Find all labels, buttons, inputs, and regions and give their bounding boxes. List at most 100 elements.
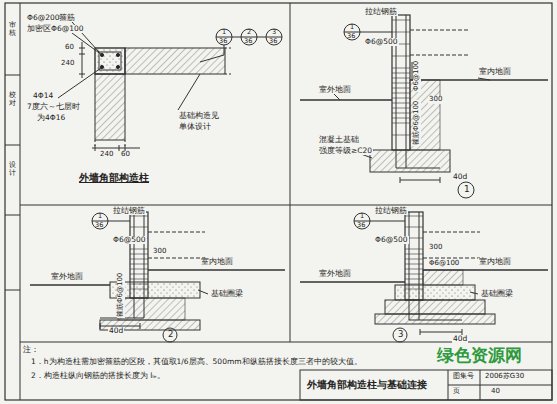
drawing-label: 注： bbox=[22, 346, 40, 355]
drawing-label: Φ6@500 bbox=[112, 236, 147, 244]
callout-number: 1 bbox=[221, 29, 227, 36]
column-stirrups-stroke bbox=[405, 284, 423, 285]
column-stirrups-stroke bbox=[405, 259, 423, 260]
corner-column-plan-stroke bbox=[116, 65, 119, 68]
drawing-label: 240 bbox=[60, 60, 75, 68]
drawing-label: 加密区Φ6@100 bbox=[26, 25, 85, 33]
drawing-label: 单体设计 bbox=[178, 123, 212, 131]
corner-column-plan-stroke bbox=[225, 48, 232, 49]
detail-1-stroke bbox=[478, 78, 490, 80]
sheet-frame-stroke bbox=[5, 215, 20, 216]
drawing-label: 强度等级≥C20 bbox=[318, 147, 373, 155]
callout-number: 1 bbox=[97, 213, 103, 220]
column-stirrups-stroke bbox=[130, 284, 148, 285]
detail-1-stroke bbox=[344, 24, 360, 40]
corner-column-plan-stroke bbox=[200, 55, 224, 62]
corner-column-plan-stroke bbox=[82, 42, 83, 78]
column-stirrups-stroke bbox=[392, 113, 410, 114]
detail-3-stroke bbox=[370, 221, 405, 222]
sheet-frame-stroke bbox=[20, 205, 552, 206]
detail-2-stroke bbox=[198, 290, 208, 294]
column-stirrups-stroke bbox=[130, 269, 148, 270]
title-block-cell: 审核 bbox=[8, 22, 17, 37]
drawing-label: 240 bbox=[99, 151, 114, 159]
detail-2-stroke bbox=[144, 212, 145, 318]
drawing-label: 拉结钢筋 bbox=[374, 207, 408, 215]
column-stirrups-stroke bbox=[130, 259, 148, 260]
column-stirrups-stroke bbox=[405, 227, 423, 228]
detail-2-stroke bbox=[140, 323, 141, 329]
detail-3-stroke bbox=[300, 281, 405, 282]
sheet-frame bbox=[5, 3, 552, 400]
detail-1-stroke bbox=[458, 182, 474, 198]
column-stirrups-stroke bbox=[130, 249, 148, 250]
callout-number: 36 bbox=[356, 222, 366, 229]
sheet-frame-stroke bbox=[5, 145, 20, 146]
drawing-label: 300 bbox=[152, 248, 167, 256]
detail-3-stroke bbox=[409, 212, 410, 320]
corner-column-plan-stroke bbox=[125, 48, 225, 74]
column-stirrups-stroke bbox=[405, 274, 423, 275]
sheet-frame-stroke bbox=[448, 385, 552, 386]
corner-column-plan-stroke bbox=[92, 148, 140, 149]
drawing-label: 箍筋Φ6@100 bbox=[117, 272, 125, 318]
corner-column-plan-stroke bbox=[225, 74, 232, 75]
drawing-label: 混凝土基础 bbox=[318, 136, 360, 144]
corner-column-plan-stroke bbox=[95, 74, 125, 140]
drawing-label: Φ6@200箍筋 bbox=[26, 14, 77, 22]
detail-3-stroke bbox=[423, 258, 480, 259]
drawing-label: 40d bbox=[108, 327, 124, 335]
drawing-label: Φ6@500 bbox=[374, 236, 409, 244]
corner-column-plan-stroke bbox=[99, 52, 121, 70]
column-stirrups-stroke bbox=[405, 254, 423, 255]
drawing-label: 为4Φ16 bbox=[36, 114, 66, 122]
drawing-label: 60 bbox=[64, 44, 75, 52]
drawing-label: 图集号 bbox=[452, 373, 475, 381]
callout-number: 36 bbox=[94, 222, 104, 229]
detail-3-stroke bbox=[395, 285, 475, 300]
drawing-label: 40d bbox=[452, 173, 468, 181]
title-block-cell: 校对 bbox=[8, 92, 17, 107]
corner-column-plan-stroke bbox=[58, 68, 101, 98]
column-stirrups-stroke bbox=[392, 88, 410, 89]
drawing-title: 外墙角部构造柱与基础连接 bbox=[306, 379, 428, 390]
corner-column-plan bbox=[58, 22, 282, 151]
column-stirrups-stroke bbox=[392, 93, 410, 94]
corner-column-plan-stroke bbox=[224, 45, 225, 55]
detail-3-stroke bbox=[423, 270, 463, 285]
detail-1-stroke bbox=[440, 177, 441, 183]
detail-3-stroke bbox=[423, 232, 480, 233]
callout-number: 1 bbox=[463, 185, 471, 195]
drawing-label: 60 bbox=[120, 151, 131, 159]
callout-number: 1 bbox=[349, 24, 355, 31]
column-stirrups-stroke bbox=[392, 73, 410, 74]
drawing-label: 40d bbox=[452, 335, 468, 343]
detail-1-stroke bbox=[392, 15, 410, 150]
drawing-label: 2006苏G30 bbox=[484, 373, 525, 381]
callout-number: 1 bbox=[359, 213, 365, 220]
callout-number: 36 bbox=[218, 38, 228, 45]
drawing-label: 4Φ14 bbox=[32, 92, 54, 100]
detail-2-stroke bbox=[148, 269, 285, 270]
column-stirrups-stroke bbox=[130, 216, 148, 217]
corner-column-plan-stroke bbox=[79, 74, 85, 75]
column-stirrups-stroke bbox=[392, 56, 410, 57]
detail-3 bbox=[300, 212, 548, 342]
callout-number: 3 bbox=[397, 330, 404, 339]
detail-2-stroke bbox=[118, 298, 185, 320]
callout-number: 36 bbox=[346, 33, 356, 40]
detail-1-stroke bbox=[400, 177, 401, 183]
detail-2-stroke bbox=[134, 212, 135, 318]
column-stirrups-stroke bbox=[392, 108, 410, 109]
drawing-label: 外墙角部构造柱 bbox=[78, 172, 150, 183]
column-stirrups-stroke bbox=[405, 279, 423, 280]
drawing-label: 室外地面 bbox=[318, 270, 352, 278]
column-stirrups-stroke bbox=[130, 254, 148, 255]
detail-3-stroke bbox=[354, 213, 370, 229]
detail-1-stroke bbox=[410, 55, 470, 56]
drawing-label: 页 bbox=[452, 388, 461, 396]
detail-1-stroke bbox=[360, 32, 392, 33]
corner-column-plan-stroke bbox=[72, 33, 102, 55]
detail-2 bbox=[30, 212, 285, 342]
